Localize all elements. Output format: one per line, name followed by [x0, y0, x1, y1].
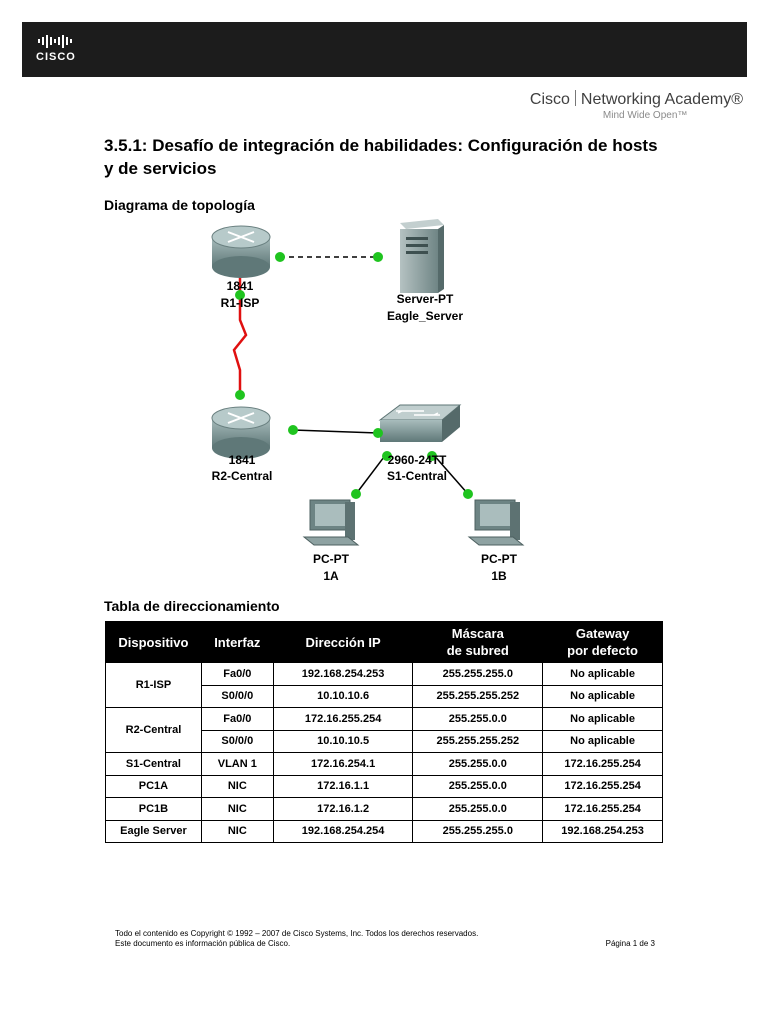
cell-ip: 10.10.10.5 [272, 729, 414, 753]
cell-mask: 255.255.0.0 [412, 707, 544, 731]
addressing-table-heading: Tabla de direccionamiento [104, 598, 280, 614]
cell-interface: NIC [200, 819, 274, 843]
cisco-logo: CISCO [36, 32, 96, 66]
footer-page-number: Página 1 de 3 [605, 939, 655, 948]
academy-divider [574, 90, 576, 106]
cell-gateway: No aplicable [542, 684, 663, 708]
pc1b-model-label: PC-PT [481, 552, 518, 566]
cell-ip: 192.168.254.254 [272, 819, 414, 843]
cisco-logo-bars-icon [38, 32, 96, 50]
topology-diagram: 1841 R1-ISP Server-PT Eagle_Server 1841 … [180, 215, 530, 590]
r1-name-label: R1-ISP [221, 296, 260, 310]
academy-tagline: Mind Wide Open™ [602, 110, 688, 121]
r2-model-label: 1841 [229, 453, 256, 467]
cell-device: PC1A [105, 774, 202, 798]
link-switch-pc1b [431, 452, 469, 495]
server-icon[interactable] [400, 219, 444, 293]
switch-model-label: 2960-24TT [388, 453, 447, 467]
cell-ip: 172.16.254.1 [272, 752, 414, 776]
document-title: 3.5.1: Desafío de integración de habilid… [104, 136, 658, 178]
r1-model-label: 1841 [227, 279, 254, 293]
footer-public-info: Este documento es información pública de… [115, 939, 291, 948]
cell-gateway: 172.16.255.254 [542, 774, 663, 798]
link-r2-switch [292, 429, 379, 434]
router-r1-icon[interactable] [211, 225, 271, 278]
cell-mask: 255.255.255.252 [412, 684, 544, 708]
cell-mask: 255.255.0.0 [412, 752, 544, 776]
link-switch-pc1a [355, 452, 388, 495]
cell-gateway: No aplicable [542, 707, 663, 731]
table-row: PC1A NIC 172.16.1.1 255.255.0.0 172.16.2… [105, 774, 663, 798]
table-row: R2-Central Fa0/0 172.16.255.254 255.255.… [105, 707, 663, 753]
pc1a-name-label: 1A [323, 569, 339, 583]
cell-device: PC1B [105, 797, 202, 821]
pc1a-model-label: PC-PT [313, 552, 350, 566]
cell-ip: 192.168.254.253 [272, 662, 414, 686]
cell-ip: 172.16.1.2 [272, 797, 414, 821]
cell-mask: 255.255.255.0 [412, 662, 544, 686]
table-header-row: Dispositivo Interfaz Dirección IP Máscar… [105, 621, 663, 663]
academy-brand-name: Networking Academy® [580, 91, 743, 108]
table-row: Eagle Server NIC 192.168.254.254 255.255… [105, 819, 663, 843]
page-footer: Todo el contenido es Copyright © 1992 – … [115, 929, 655, 949]
router-r2-icon[interactable] [211, 406, 271, 459]
academy-brand-cisco: Cisco [529, 91, 570, 108]
cell-device: Eagle Server [105, 819, 202, 843]
cell-ip: 172.16.255.254 [272, 707, 414, 731]
cell-mask: 255.255.0.0 [412, 774, 544, 798]
cell-interface: Fa0/0 [200, 662, 274, 686]
topology-heading: Diagrama de topología [104, 197, 255, 213]
cell-device: S1-Central [105, 752, 202, 776]
switch-name-label: S1-Central [387, 469, 447, 483]
cisco-logo-text: CISCO [36, 51, 76, 63]
addressing-table: Dispositivo Interfaz Dirección IP Máscar… [105, 621, 663, 843]
academy-brand: Cisco Networking Academy® Mind Wide Open™ [530, 90, 743, 121]
header-bar: CISCO [22, 22, 747, 77]
cell-device: R2-Central [105, 707, 202, 753]
cell-interface: S0/0/0 [200, 729, 274, 753]
cell-mask: 255.255.255.252 [412, 729, 544, 753]
server-name-label: Eagle_Server [387, 309, 463, 323]
table-row: R1-ISP Fa0/0 192.168.254.253 255.255.255… [105, 662, 663, 708]
cell-interface: S0/0/0 [200, 684, 274, 708]
cell-gateway: 192.168.254.253 [542, 819, 663, 843]
footer-copyright: Todo el contenido es Copyright © 1992 – … [115, 929, 479, 938]
r2-name-label: R2-Central [212, 469, 273, 483]
table-row: S0/0/0 10.10.10.5 255.255.255.252 No apl… [106, 729, 663, 753]
cell-gateway: No aplicable [542, 729, 663, 753]
link-status-dots [235, 252, 473, 499]
table-row: S1-Central VLAN 1 172.16.254.1 255.255.0… [105, 752, 663, 776]
pc1b-name-label: 1B [491, 569, 507, 583]
pc-1b-icon[interactable] [467, 499, 525, 546]
cell-device: R1-ISP [105, 662, 202, 708]
cell-interface: NIC [200, 774, 274, 798]
pc-1a-icon[interactable] [302, 499, 360, 546]
header-interface: Interfaz [200, 621, 274, 663]
cell-interface: VLAN 1 [200, 752, 274, 776]
cell-mask: 255.255.0.0 [412, 797, 544, 821]
cell-interface: Fa0/0 [200, 707, 274, 731]
header-ip-address: Dirección IP [272, 621, 414, 663]
link-r1-r2-serial [232, 275, 248, 395]
server-model-label: Server-PT [397, 292, 454, 306]
table-row: S0/0/0 10.10.10.6 255.255.255.252 No apl… [106, 684, 663, 708]
cell-gateway: 172.16.255.254 [542, 797, 663, 821]
cell-mask: 255.255.255.0 [412, 819, 544, 843]
switch-icon[interactable] [378, 404, 462, 442]
cell-ip: 172.16.1.1 [272, 774, 414, 798]
cell-gateway: No aplicable [542, 662, 663, 686]
header-device: Dispositivo [105, 621, 202, 663]
cell-interface: NIC [200, 797, 274, 821]
cell-ip: 10.10.10.6 [272, 684, 414, 708]
cell-gateway: 172.16.255.254 [542, 752, 663, 776]
table-row: PC1B NIC 172.16.1.2 255.255.0.0 172.16.2… [105, 797, 663, 821]
